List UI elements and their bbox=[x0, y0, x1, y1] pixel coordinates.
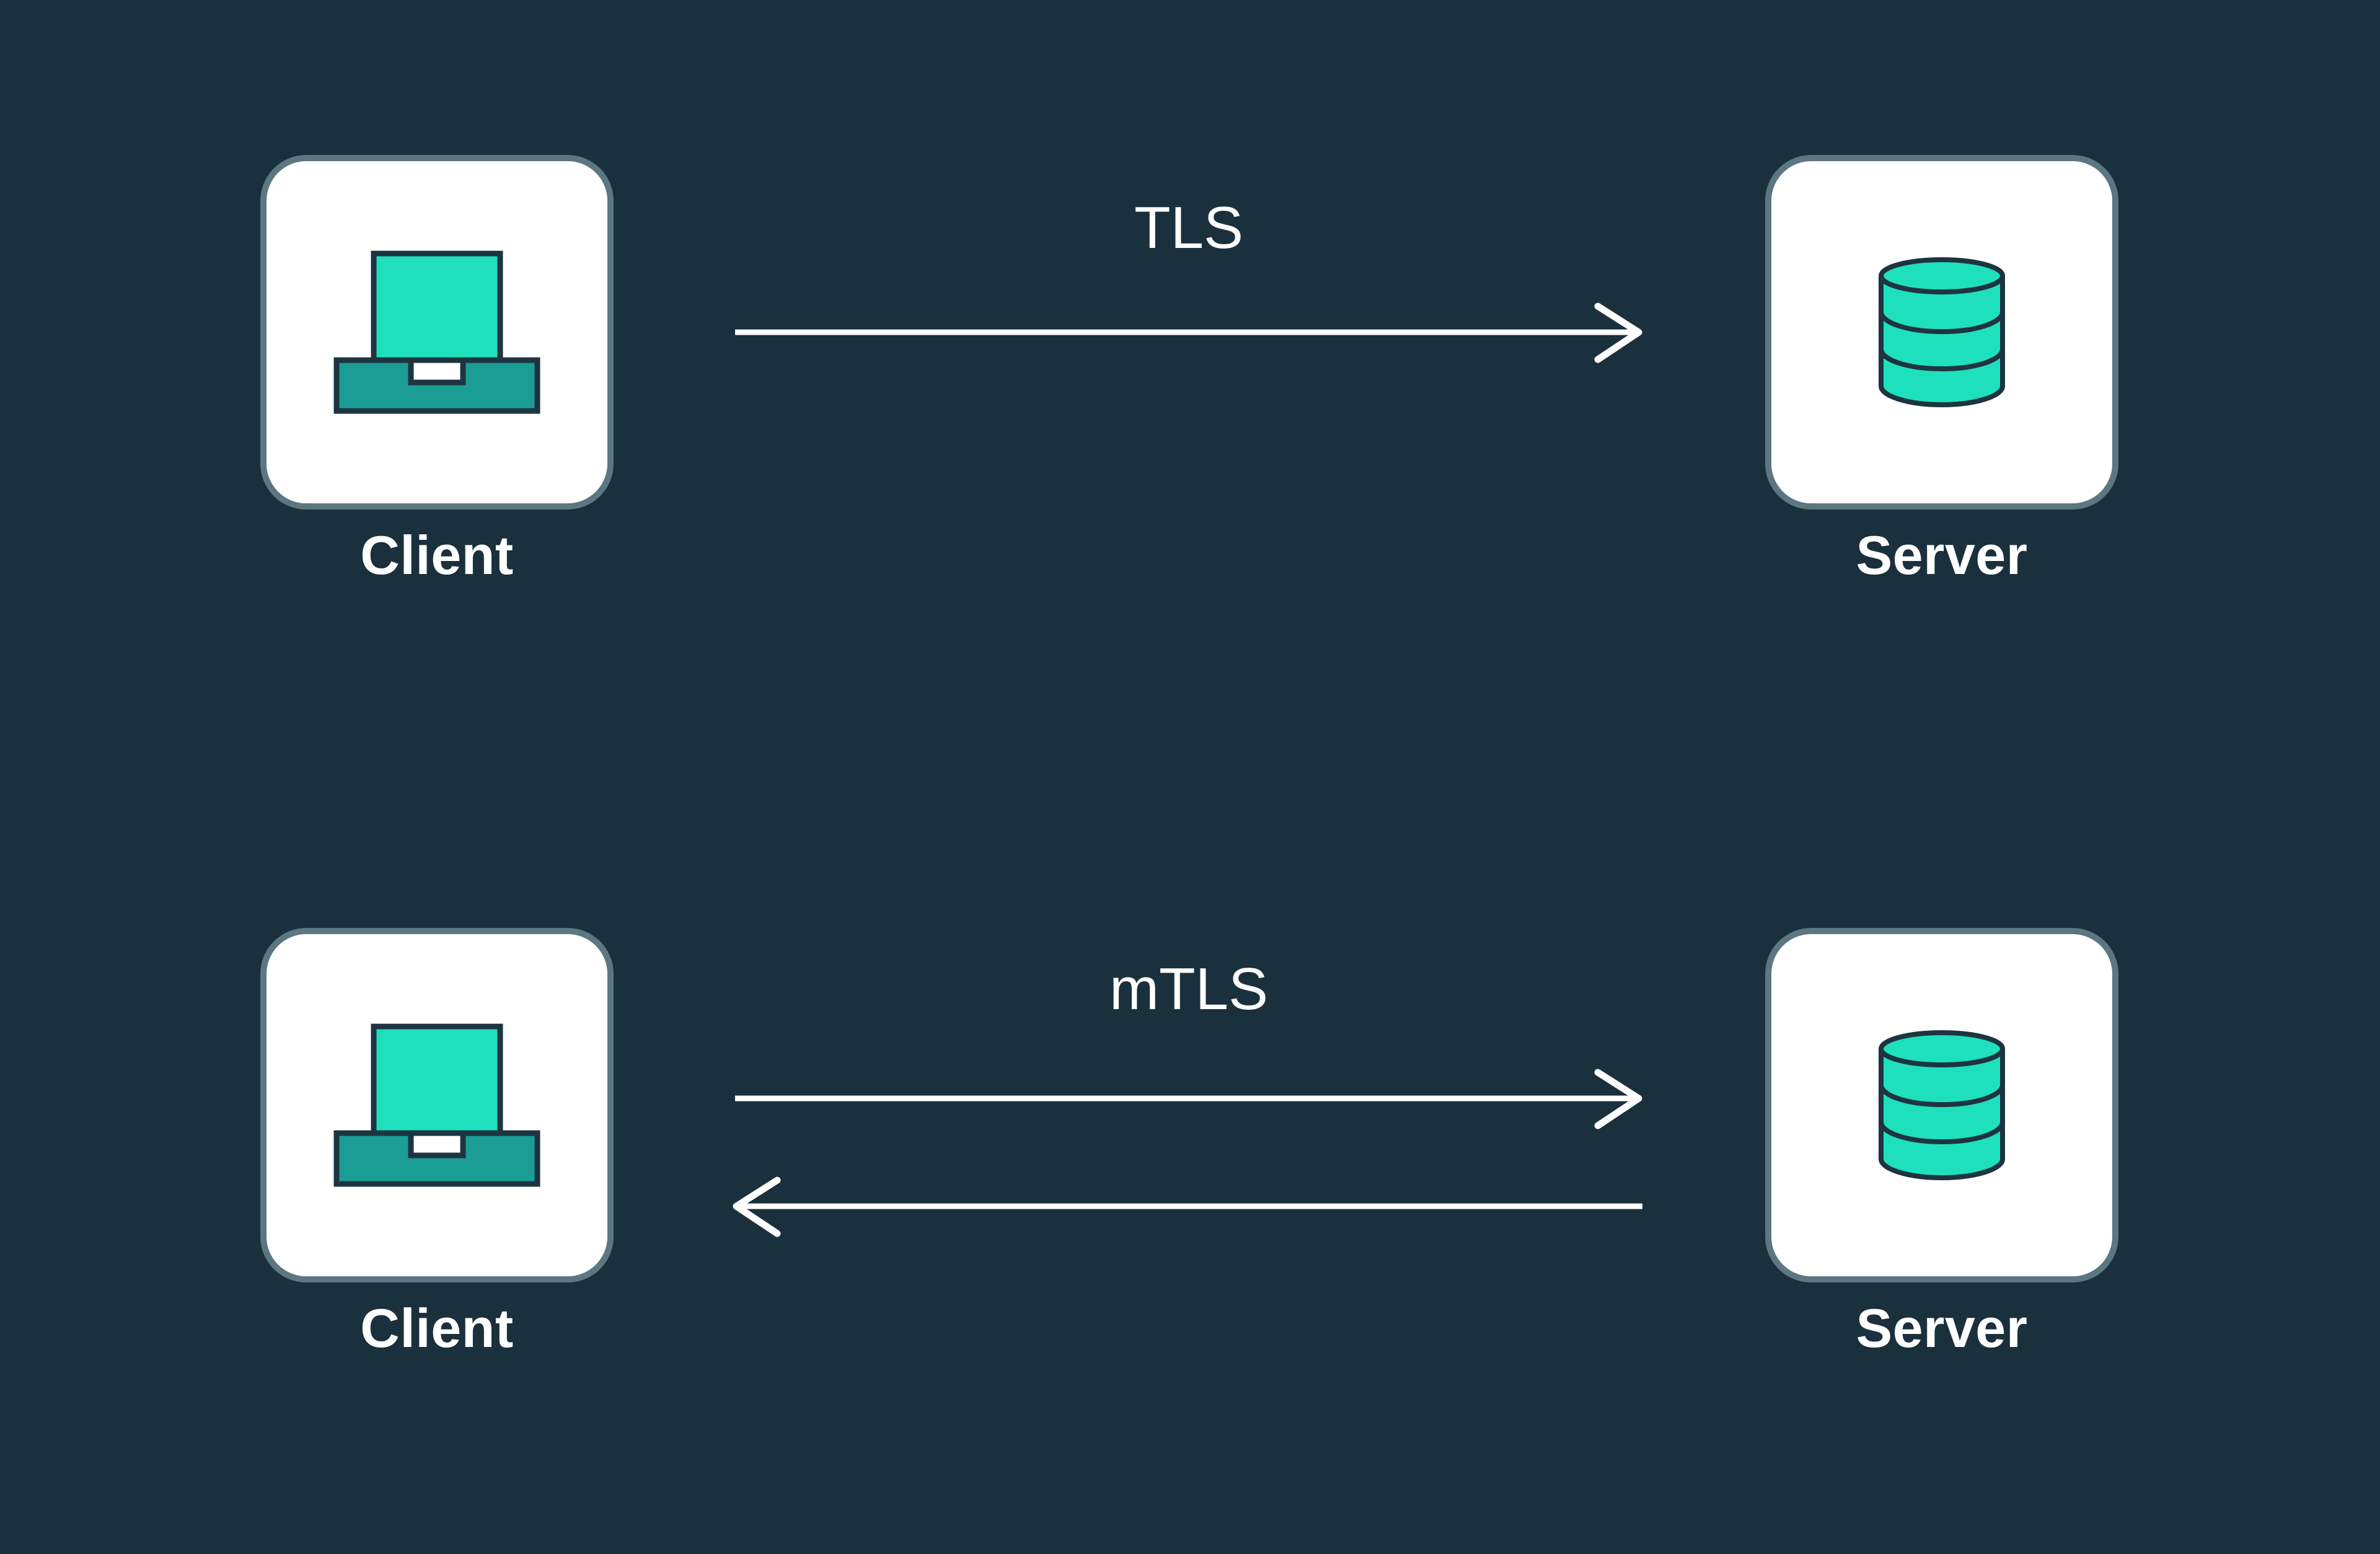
node-card[interactable] bbox=[1765, 928, 2118, 1282]
arrow-mtls-response bbox=[733, 1177, 1642, 1237]
node-server-mtls[interactable]: Server bbox=[1765, 928, 2118, 1358]
node-label: Server bbox=[1856, 524, 2028, 586]
database-icon bbox=[1879, 257, 2005, 407]
laptop-icon bbox=[333, 1023, 540, 1187]
node-label: Client bbox=[360, 524, 514, 586]
node-card[interactable] bbox=[260, 928, 614, 1282]
arrow-tls-request bbox=[735, 302, 1642, 363]
node-server-tls[interactable]: Server bbox=[1765, 155, 2118, 585]
database-icon bbox=[1879, 1030, 2005, 1180]
node-card[interactable] bbox=[260, 155, 614, 510]
laptop-icon bbox=[333, 250, 540, 414]
node-client-mtls[interactable]: Client bbox=[260, 928, 614, 1358]
node-label: Client bbox=[360, 1297, 514, 1359]
node-client-tls[interactable]: Client bbox=[260, 155, 614, 585]
connection-label-tls: TLS bbox=[1134, 195, 1244, 261]
arrow-mtls-request bbox=[735, 1069, 1642, 1129]
node-card[interactable] bbox=[1765, 155, 2118, 510]
node-label: Server bbox=[1856, 1297, 2028, 1359]
connection-label-mtls: mTLS bbox=[1109, 956, 1269, 1022]
